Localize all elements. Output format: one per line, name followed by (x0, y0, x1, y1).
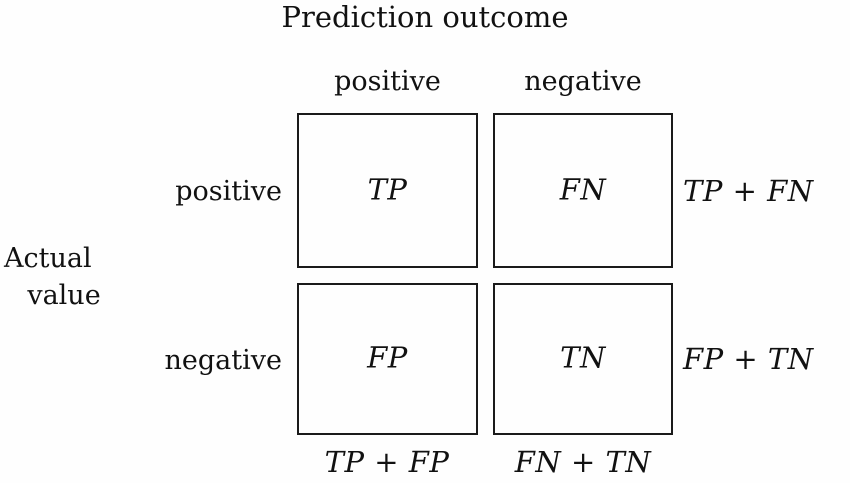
row-total-positive: TP + FN (683, 174, 814, 208)
actual-value-line-1: Actual (4, 243, 92, 274)
matrix-cell-label-tn: TN (560, 340, 606, 375)
matrix-cell-label-tp: TP (367, 171, 408, 206)
column-header-positive: positive (334, 66, 441, 97)
column-total-positive: TP + FP (324, 445, 450, 479)
actual-value-line-2: value (27, 280, 101, 312)
row-header-positive: positive (175, 176, 282, 207)
matrix-cell-label-fn: FN (559, 171, 607, 206)
row-header-negative: negative (164, 345, 282, 376)
column-header-negative: negative (524, 66, 642, 97)
page-title: Prediction outcome (0, 3, 850, 32)
matrix-cell-false-negative: FN (493, 113, 673, 268)
column-total-negative: FN + TN (514, 445, 652, 479)
matrix-cell-false-positive: FP (297, 283, 478, 435)
row-total-negative: FP + TN (683, 342, 814, 376)
prediction-outcome-title: Prediction outcome (281, 0, 569, 34)
actual-value-axis-label: Actual value (4, 240, 124, 315)
matrix-cell-true-positive: TP (297, 113, 478, 268)
matrix-cell-label-fp: FP (367, 340, 408, 375)
matrix-cell-true-negative: TN (493, 283, 673, 435)
